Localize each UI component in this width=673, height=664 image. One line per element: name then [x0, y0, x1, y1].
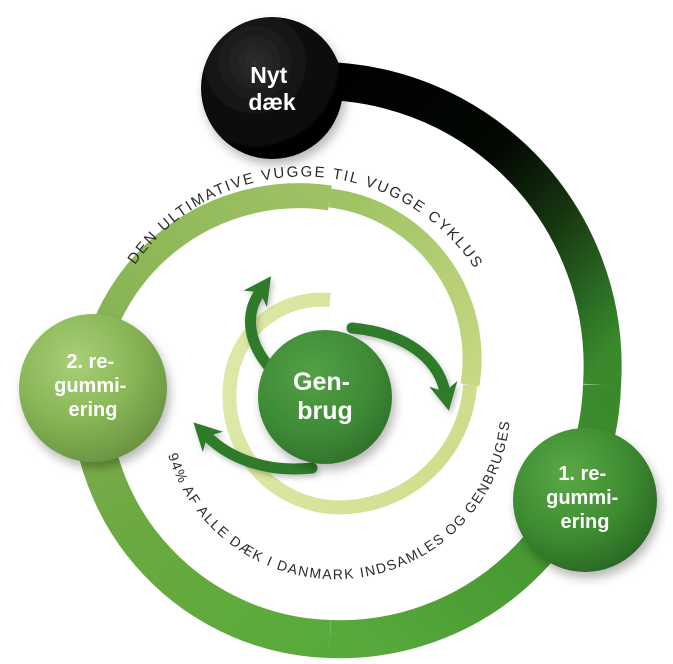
spiral-middle-right-segment — [328, 188, 482, 387]
reuse-circle — [258, 330, 392, 464]
swirl-arrow-up-icon — [243, 276, 276, 374]
node-reuse: Gen- brug — [258, 330, 392, 464]
node-retread-1: 1. re- gummi- ering — [513, 428, 657, 572]
retread-1-label: 1. re- gummi- ering — [546, 463, 624, 533]
swirl-arrow-left-icon — [193, 422, 318, 475]
swirl-arrow-right-icon — [346, 322, 458, 411]
reuse-label: Gen- brug — [293, 368, 357, 425]
spiral-outer-top-right-segment — [266, 62, 622, 387]
node-retread-2: 2. re- gummi- ering — [19, 314, 167, 462]
new-tire-circle — [201, 17, 343, 159]
new-tire-label: Nyt dæk — [248, 62, 296, 115]
spiral-inner-segment — [222, 292, 477, 515]
retread-2-label: 2. re- gummi- ering — [54, 351, 132, 421]
reuse-swirl-arrows — [193, 276, 458, 475]
node-new-tire: Nyt dæk — [201, 17, 343, 159]
retread-1-circle — [513, 428, 657, 572]
retread-2-circle — [19, 314, 167, 462]
